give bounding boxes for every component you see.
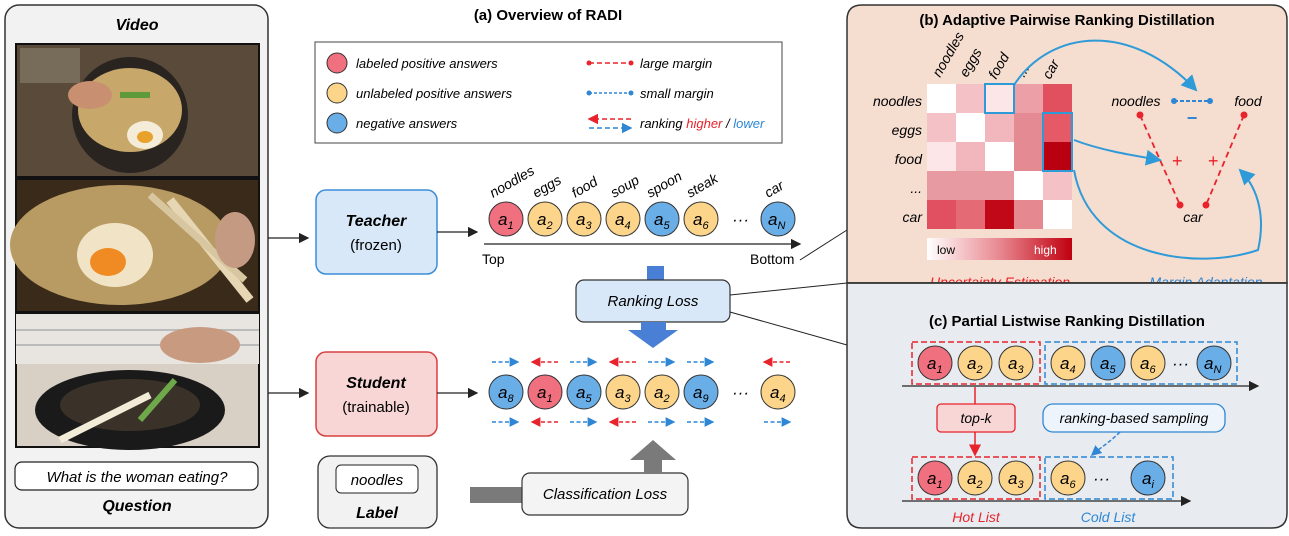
question-box (14, 461, 259, 491)
topk-box (936, 403, 1016, 433)
legend-small-margin: small margin (640, 86, 714, 101)
svg-text:···: ··· (732, 383, 749, 402)
legend-unlabeled: unlabeled positive answers (356, 86, 513, 101)
hot-list-label: Hot List (952, 509, 1001, 525)
student-name: Student (346, 375, 406, 392)
svg-text:+: + (1172, 151, 1183, 171)
teacher-state: (frozen) (350, 237, 402, 254)
student-ranking: a8 a1 a5 a3 a2 a9 ··· a4 (488, 374, 796, 410)
teacher-words: noodles eggs food soup spoon steak car (487, 162, 788, 200)
svg-text:noodles: noodles (487, 162, 537, 200)
legend-labeled: labeled positive answers (356, 56, 498, 71)
svg-text:food: food (569, 173, 602, 201)
svg-text:···: ··· (1172, 354, 1189, 373)
svg-text:car: car (762, 176, 788, 200)
video-title: Video (116, 17, 159, 34)
svg-text:eggs: eggs (892, 122, 922, 138)
svg-text:...: ... (910, 180, 922, 196)
colorbar-high: high (1034, 243, 1057, 257)
svg-text:car: car (903, 209, 924, 225)
svg-text:···: ··· (732, 210, 749, 229)
svg-text:ai: ai (1142, 469, 1154, 491)
cold-list-label: Cold List (1081, 509, 1137, 525)
teacher-ranking: a1 a2 a3 a4 a5 a6 ··· aN (488, 201, 796, 237)
label-title: Label (356, 505, 398, 522)
axis-top: Top (482, 251, 505, 267)
legend-negative: negative answers (356, 116, 458, 131)
teacher-name: Teacher (346, 213, 408, 230)
svg-text:−: − (1187, 108, 1198, 128)
panel-b-title: (b) Adaptive Pairwise Ranking Distillati… (919, 12, 1214, 29)
panel-c-title: (c) Partial Listwise Ranking Distillatio… (929, 313, 1205, 330)
left-panel: Video (4, 4, 269, 529)
svg-text:noodles: noodles (1111, 93, 1160, 109)
question-text: What is the woman eating? (47, 469, 229, 486)
teacher-box (315, 189, 438, 275)
colorbar-low: low (937, 243, 955, 257)
legend-ranking: ranking higher / lower (640, 116, 765, 131)
panel-c: (c) Partial Listwise Ranking Distillatio… (846, 282, 1288, 529)
sampling-box (1042, 403, 1226, 433)
panel-b: (b) Adaptive Pairwise Ranking Distillati… (846, 4, 1288, 290)
svg-text:car: car (1183, 209, 1204, 225)
student-state: (trainable) (342, 399, 410, 416)
label-value: noodles (351, 472, 404, 489)
legend: labeled positive answers unlabeled posit… (314, 41, 783, 144)
ranking-loss: Ranking Loss (608, 293, 699, 310)
classification-loss: Classification Loss (543, 486, 668, 503)
svg-text:spoon: spoon (644, 168, 685, 201)
overview-title: (a) Overview of RADI (474, 7, 622, 24)
svg-text:noodles: noodles (873, 93, 922, 109)
svg-text:+: + (1208, 151, 1219, 171)
svg-text:food: food (1234, 93, 1262, 109)
svg-text:steak: steak (684, 170, 722, 201)
svg-text:food: food (895, 151, 923, 167)
student-box (315, 351, 438, 437)
legend-large-margin: large margin (640, 56, 712, 71)
axis-bottom: Bottom (750, 251, 794, 267)
topk-label: top-k (960, 410, 992, 426)
sampling-label: ranking-based sampling (1060, 410, 1209, 426)
student-ranking-arrows (492, 357, 792, 427)
svg-text:···: ··· (1093, 469, 1110, 488)
video-frames (10, 43, 260, 450)
heatmap (927, 84, 1072, 229)
svg-text:soup: soup (608, 171, 642, 200)
classification-loss-box (521, 472, 689, 516)
question-title: Question (102, 498, 172, 515)
